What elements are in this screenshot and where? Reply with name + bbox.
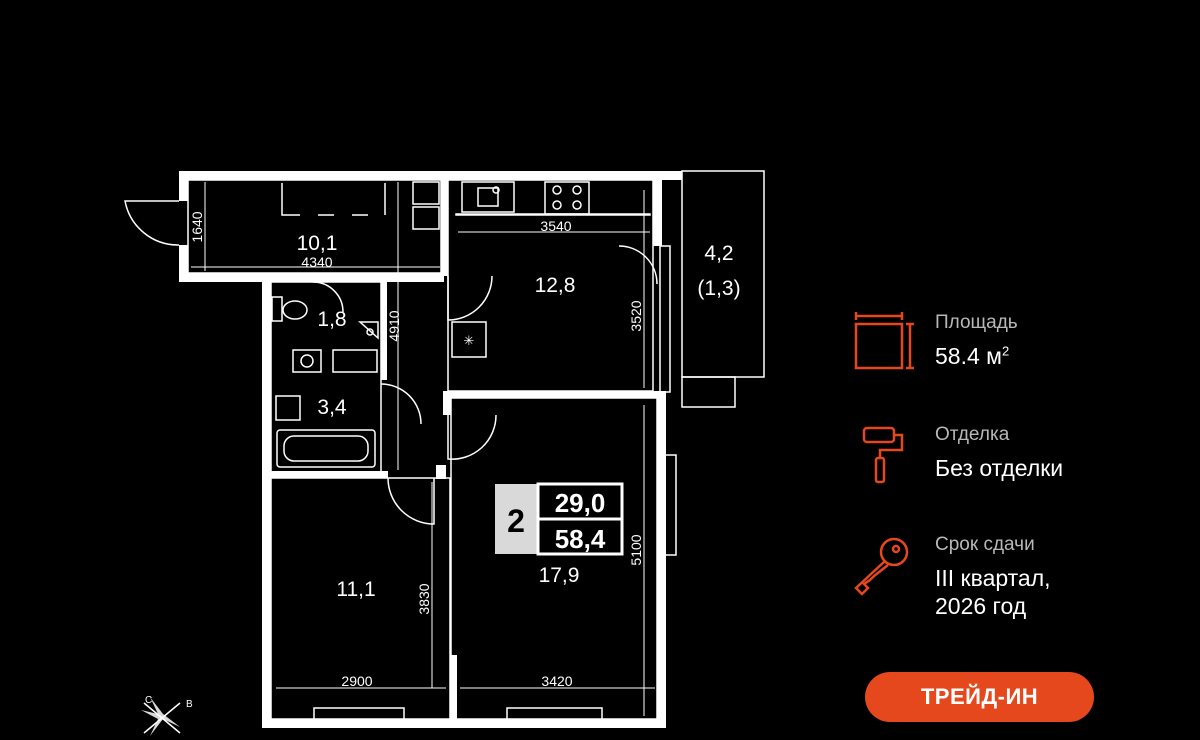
room-area-hall: 10,1 [297,232,338,255]
compass: С В [141,695,193,736]
badge-room-count: 2 [507,503,525,539]
walls [179,171,682,728]
info-deadline: Срок сдачи III квартал,2026 год [850,534,1180,634]
dim-3540: 3540 [540,218,571,234]
info-finish: Отделка Без отделки [850,424,1180,494]
apartment-badge: 2 29,0 58,4 [495,482,624,556]
key-icon [854,537,909,596]
room-area-kitchen: 12,8 [535,274,576,297]
area-icon [854,312,914,370]
dim-3520: 3520 [628,300,644,331]
deadline-label: Срок сдачи [935,534,1035,555]
deadline-line-1: III квартал, [935,565,1051,591]
area-label: Площадь [935,312,1018,333]
windows [313,245,677,723]
dim-2900: 2900 [341,673,372,689]
compass-north: С [145,695,152,706]
area-value: 58.4 м2 [935,342,1009,370]
dim-4340: 4340 [301,254,332,270]
fixtures: ✳ [271,181,651,468]
floor-plan: ✳ С В 10,1 12,8 4,2 (1,3) 1,8 [124,170,765,736]
svg-text:✳: ✳ [464,333,475,348]
trade-in-button[interactable]: ТРЕЙД-ИН [865,672,1094,722]
room-area-bedroom: 11,1 [336,578,375,601]
room-area-balcony: 4,2 [704,242,733,265]
area-unit-sup: 2 [1001,343,1010,359]
dimension-labels: 1640 4340 4910 3540 3520 3830 5100 2900 … [189,211,644,689]
area-value-number: 58.4 м [935,343,1002,369]
finish-value: Без отделки [935,455,1064,481]
badge-total-area: 58,4 [555,524,606,554]
deadline-value: III квартал,2026 год [935,564,1051,620]
info-area: Площадь 58.4 м2 [850,312,1180,382]
room-area-balcony-reduced: (1,3) [697,277,740,300]
room-area-bath: 3,4 [317,396,347,419]
finish-label: Отделка [935,424,1010,445]
dim-4910: 4910 [386,310,402,341]
dim-5100: 5100 [628,534,644,565]
room-labels: 10,1 12,8 4,2 (1,3) 1,8 3,4 11,1 17,9 [297,232,741,601]
room-area-wc: 1,8 [317,308,346,331]
dim-3830: 3830 [416,583,432,614]
wall-outlines [187,170,765,720]
deadline-line-2: 2026 год [935,593,1027,619]
dim-1640: 1640 [189,211,205,242]
room-area-living: 17,9 [539,564,580,587]
dim-3420: 3420 [541,673,572,689]
doors [124,200,658,525]
compass-east: В [186,699,193,710]
paint-roller-icon [862,426,904,484]
dimension-lines [191,182,655,716]
badge-living-area: 29,0 [555,488,606,518]
